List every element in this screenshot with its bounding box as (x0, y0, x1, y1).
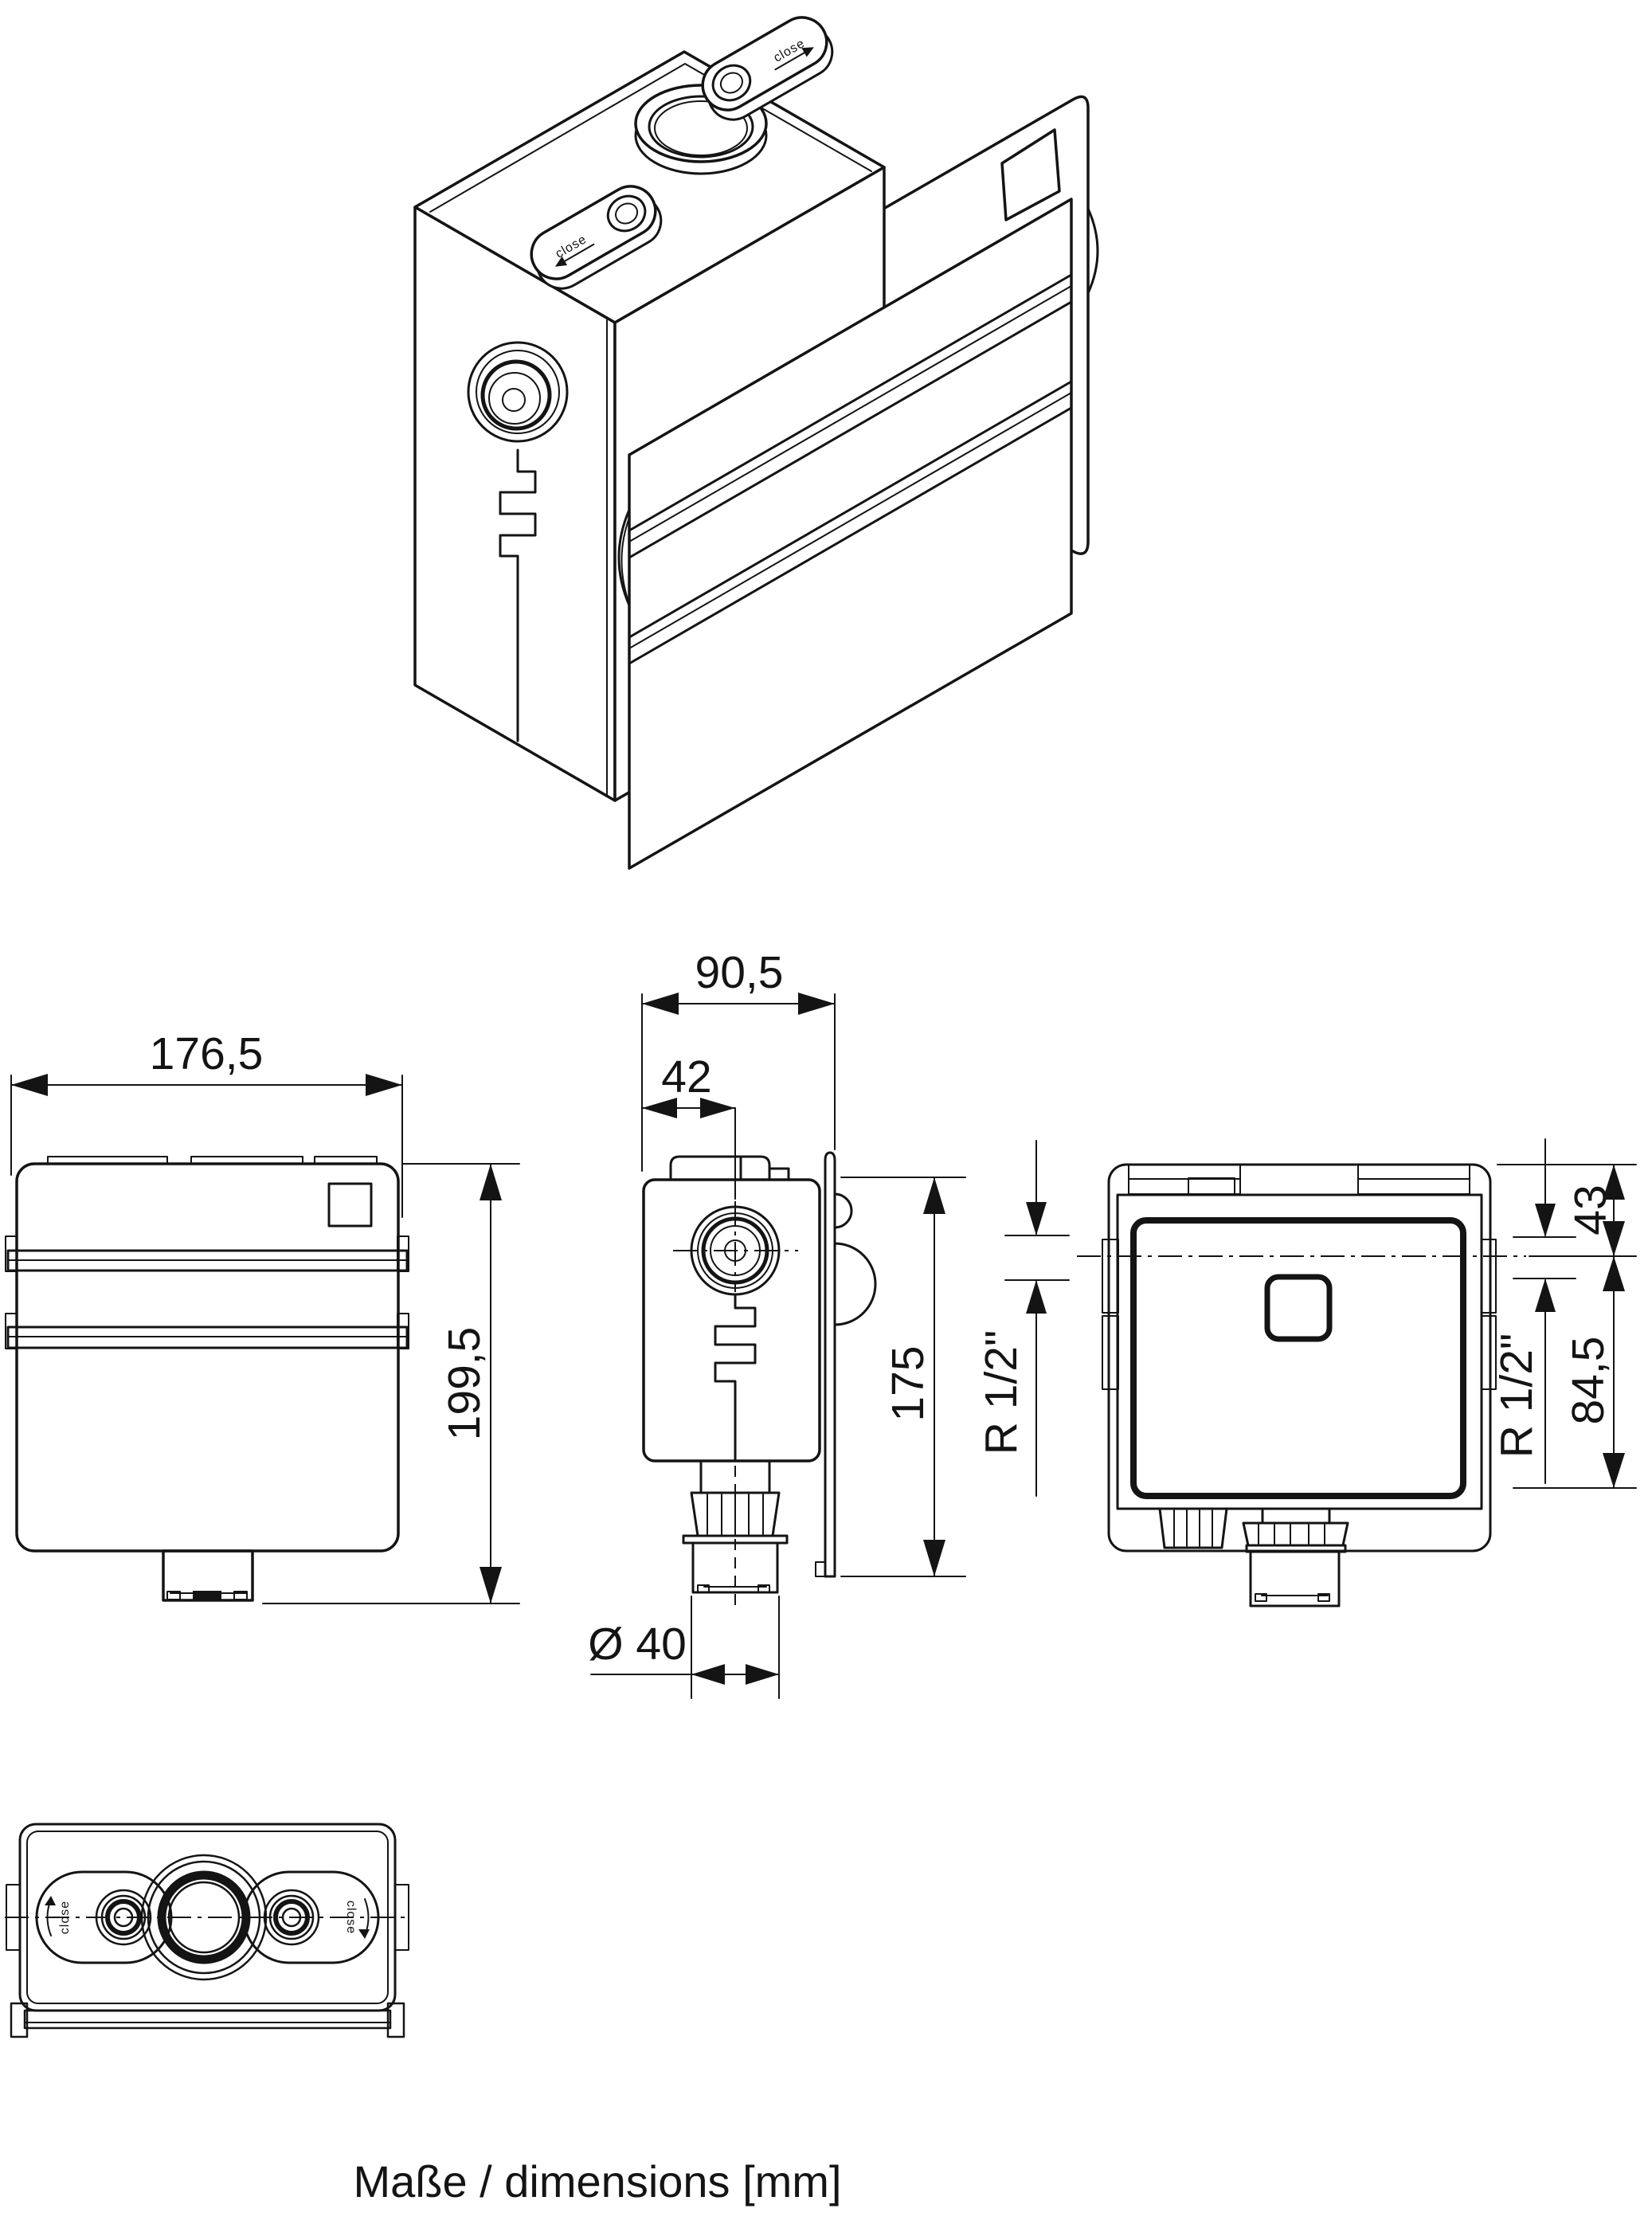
dim-label-front-height: 199,5 (439, 1327, 490, 1441)
dim-axis-to-bottom: 84,5 (1513, 1255, 1637, 1489)
arrowhead (642, 993, 679, 1015)
arrowhead (691, 1664, 725, 1685)
dim-front-height: 199,5 (262, 1163, 520, 1604)
dim-label-side-inlet-offset: 42 (661, 1051, 711, 1102)
isometric-view: close close (413, 16, 1099, 870)
dim-label-axis-to-bottom: 84,5 (1563, 1337, 1614, 1425)
dim-label-drain-diameter: Ø 40 (588, 1619, 687, 1670)
dim-label-inlet-right: R 1/2" (1491, 1333, 1542, 1458)
front-rails (6, 1249, 409, 1349)
rear-panel (1130, 1217, 1466, 1499)
rear-drain-assembly (1242, 1507, 1349, 1607)
callout-inlet-right: R 1/2" (1491, 1138, 1576, 1484)
dim-label-side-height: 175 (883, 1345, 934, 1421)
arrowhead (798, 993, 835, 1015)
arrowhead (1603, 1221, 1625, 1256)
arrowhead (746, 1664, 779, 1685)
arrowhead (366, 1074, 402, 1096)
arrowhead (1603, 1453, 1625, 1488)
dim-label-top-to-axis: 43 (1565, 1185, 1616, 1235)
iso-side-inlet-port (467, 341, 569, 443)
dim-label-inlet-left: R 1/2" (976, 1330, 1027, 1455)
front-top-tabs (47, 1156, 378, 1165)
dim-label-side-depth: 90,5 (695, 947, 784, 998)
caption: Maße / dimensions [mm] (353, 2156, 841, 2207)
iso-close-arrow-left (554, 256, 568, 267)
front-drain-pipe (162, 1549, 254, 1602)
dim-front-width: 176,5 (10, 1028, 403, 1218)
iso-panel-rails (628, 273, 1073, 665)
iso-close-arrow-right (801, 47, 814, 57)
rear-body (1116, 1193, 1483, 1510)
dim-side-inlet-offset: 42 (641, 1051, 736, 1200)
iso-zigzag-cut (499, 448, 537, 742)
side-wall-plate (815, 1151, 877, 1578)
arrowhead (700, 1098, 735, 1118)
side-inlet-port (673, 1201, 798, 1296)
dim-label-front-width: 176,5 (150, 1028, 264, 1079)
dim-top-to-axis: 43 (1497, 1164, 1637, 1257)
dim-side-height: 175 (840, 1177, 966, 1577)
arrowhead (923, 1540, 945, 1576)
bottom-view: close close (5, 1823, 410, 2038)
rear-top-tabs (1128, 1164, 1470, 1195)
front-service-square (327, 1182, 373, 1228)
arrowhead (1026, 1202, 1047, 1235)
callout-inlet-left: R 1/2" (976, 1140, 1070, 1497)
iso-plate-square-opening (1000, 128, 1061, 221)
iso-valve-pod-left: close (530, 185, 663, 290)
arrowhead (642, 1098, 677, 1118)
rear-view: R 1/2" R 1/2" 43 84,5 (976, 1138, 1637, 1607)
arrowhead (480, 1567, 502, 1604)
bottom-rail (10, 2002, 405, 2038)
front-body (15, 1162, 400, 1553)
front-view: 176,5 199,5 (5, 1028, 520, 1604)
arrowhead (11, 1074, 48, 1096)
side-drain-assembly (682, 1459, 789, 1609)
side-lid-boss (669, 1155, 790, 1181)
iso-plate-clip-bump (1086, 207, 1099, 295)
arrowhead (1603, 1256, 1625, 1291)
side-view: 90,5 42 175 Ø 40 (588, 947, 966, 1699)
iso-panel-side-clip (617, 508, 631, 607)
rear-square-button (1264, 1274, 1333, 1342)
side-zigzag-cut (714, 1293, 757, 1461)
dim-drain-diameter: Ø 40 (588, 1596, 780, 1699)
bottom-side-tabs (6, 1884, 409, 1951)
arrowhead (480, 1164, 502, 1200)
iso-top-face-inner-edge (429, 63, 872, 213)
front-side-tabs (5, 1235, 409, 1349)
side-body (642, 1178, 821, 1463)
arrowhead (1603, 1165, 1625, 1200)
arrowhead (1535, 1204, 1556, 1237)
rear-left-fitting (1158, 1507, 1228, 1549)
dim-side-depth: 90,5 (641, 947, 836, 1172)
iso-valve-pod-right: close (701, 16, 834, 121)
arrowhead (923, 1177, 945, 1214)
rear-side-clips (1102, 1239, 1497, 1390)
